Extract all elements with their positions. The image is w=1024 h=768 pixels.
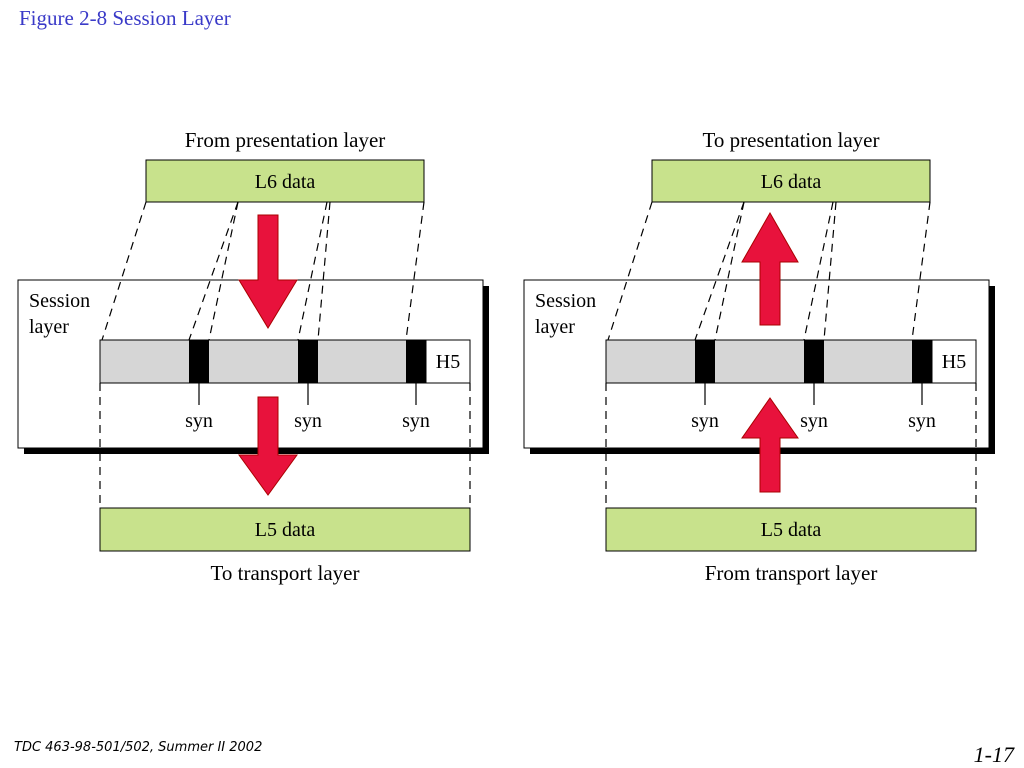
h5-label: H5	[436, 351, 460, 373]
mapping-lines	[99, 201, 471, 508]
bottom-caption: From transport layer	[705, 561, 878, 585]
syn-ticks	[198, 383, 417, 405]
l5-data-label: L5 data	[255, 519, 316, 541]
syn-label: syn	[691, 410, 719, 432]
sync-marker	[298, 340, 318, 383]
top-caption: From presentation layer	[185, 128, 386, 152]
l5-data-block	[99, 507, 471, 552]
layer-label: layer	[29, 316, 69, 338]
arrow-up-icon	[741, 397, 799, 493]
l6-data-block	[651, 159, 931, 203]
syn-label: syn	[185, 410, 213, 432]
syn-label: syn	[294, 410, 322, 432]
panel-sender: From presentation layer L6 data Session …	[17, 128, 489, 585]
sync-marker	[912, 340, 932, 383]
h5-header	[931, 339, 977, 384]
page-title: Figure 2-8 Session Layer	[19, 6, 231, 30]
arrow-down-icon	[238, 214, 298, 329]
syn-label: syn	[908, 410, 936, 432]
l5-data-block	[605, 507, 977, 552]
syn-label: syn	[800, 410, 828, 432]
page-number: 1-17	[973, 742, 1014, 767]
h5-label: H5	[942, 351, 966, 373]
l6-data-label: L6 data	[255, 171, 316, 193]
bottom-caption: To transport layer	[211, 561, 360, 585]
session-label: Session	[29, 290, 90, 312]
l6-data-block	[145, 159, 425, 203]
syn-ticks	[704, 383, 923, 405]
mapping-lines	[605, 201, 977, 508]
l5-data-label: L5 data	[761, 519, 822, 541]
sync-marker	[804, 340, 824, 383]
sync-marker	[695, 340, 715, 383]
arrow-down-icon	[238, 396, 298, 496]
syn-label: syn	[402, 410, 430, 432]
layer-label: layer	[535, 316, 575, 338]
panel-receiver: To presentation layer L6 data Session la…	[523, 128, 995, 585]
sync-marker	[189, 340, 209, 383]
top-caption: To presentation layer	[703, 128, 880, 152]
course-footer: TDC 463-98-501/502, Summer II 2002	[14, 740, 263, 755]
sync-marker	[406, 340, 426, 383]
l6-data-label: L6 data	[761, 171, 822, 193]
h5-header	[425, 339, 471, 384]
session-label: Session	[535, 290, 596, 312]
arrow-up-icon	[741, 211, 799, 326]
